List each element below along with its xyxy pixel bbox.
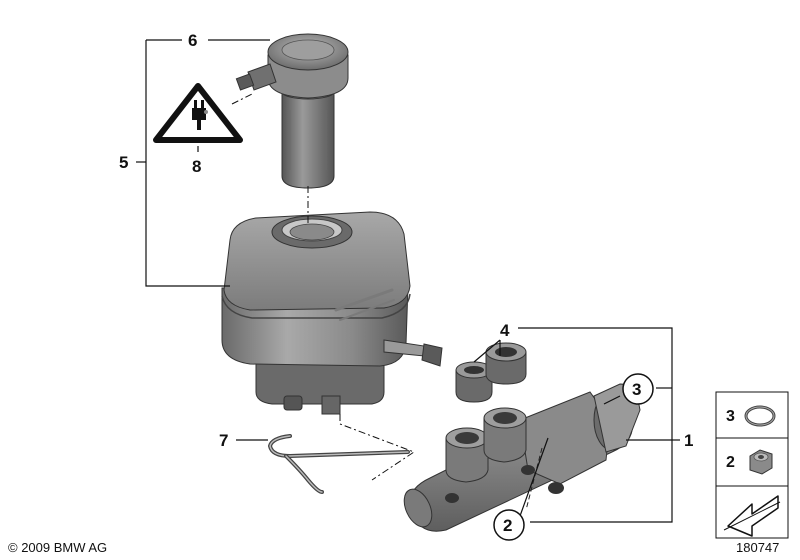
brake-master-cylinder bbox=[403, 383, 641, 532]
leader-lines bbox=[136, 39, 680, 523]
callout-1: 1 bbox=[684, 431, 693, 450]
legend-panel: 3 2 bbox=[715, 391, 789, 539]
svg-text:7: 7 bbox=[219, 431, 228, 450]
callout-5: 5 bbox=[119, 153, 128, 172]
legend-seal-ring: 3 bbox=[726, 405, 776, 427]
callout-6: 6 bbox=[188, 31, 197, 50]
expansion-tank bbox=[221, 211, 443, 415]
svg-text:3: 3 bbox=[632, 380, 641, 399]
svg-text:3: 3 bbox=[726, 408, 735, 425]
svg-text:4: 4 bbox=[500, 321, 510, 340]
legend-nut: 2 bbox=[726, 449, 773, 475]
callout-8: 8 bbox=[192, 157, 201, 176]
callout-4: 4 bbox=[500, 321, 510, 340]
arrow-direction-icon bbox=[723, 495, 781, 537]
grommet-seals bbox=[455, 342, 527, 403]
callout-7: 7 bbox=[219, 431, 228, 450]
retaining-clip bbox=[267, 434, 410, 494]
copyright-text: © 2009 BMW AG bbox=[8, 540, 107, 555]
callout-2: 2 bbox=[493, 509, 525, 541]
svg-text:5: 5 bbox=[119, 153, 128, 172]
svg-text:1: 1 bbox=[684, 431, 693, 450]
reservoir-cap-with-sensor bbox=[235, 33, 349, 189]
warning-plug-icon bbox=[153, 83, 243, 143]
callout-3: 3 bbox=[622, 373, 654, 405]
sensor-leader bbox=[231, 93, 253, 105]
svg-text:8: 8 bbox=[192, 157, 201, 176]
diagram-id: 180747 bbox=[736, 540, 779, 555]
svg-text:2: 2 bbox=[726, 454, 735, 471]
svg-text:2: 2 bbox=[503, 516, 512, 535]
svg-text:6: 6 bbox=[188, 31, 197, 50]
